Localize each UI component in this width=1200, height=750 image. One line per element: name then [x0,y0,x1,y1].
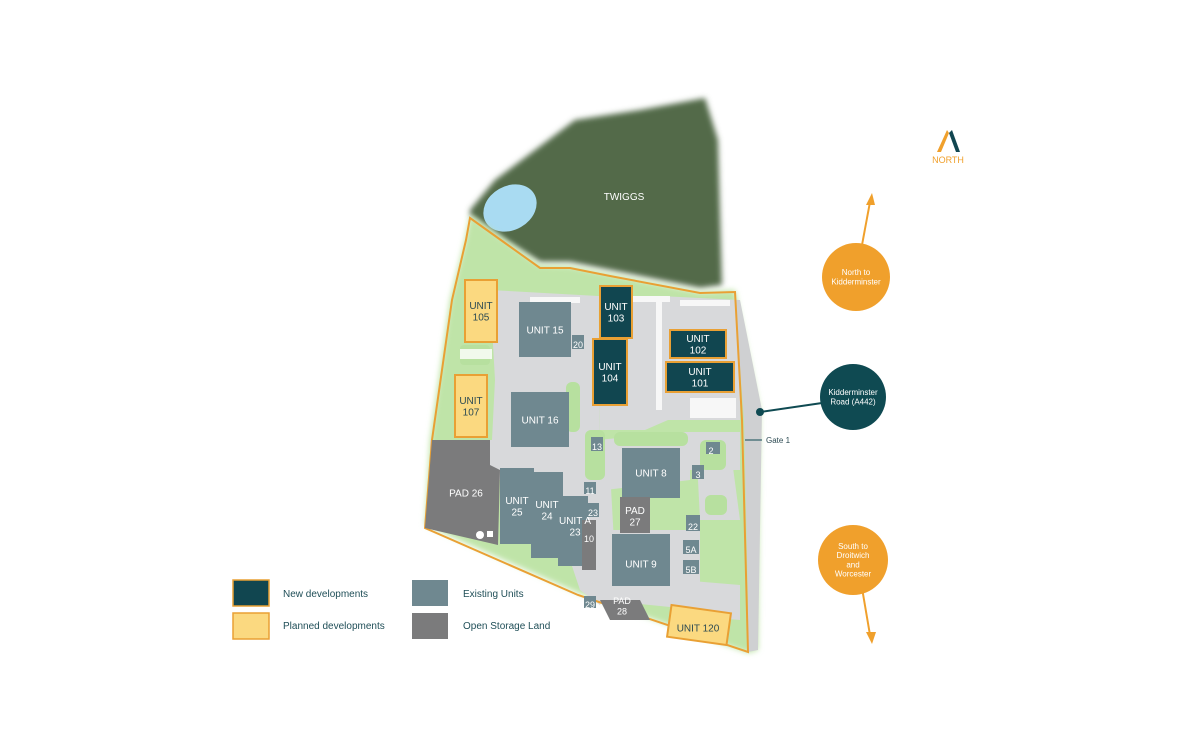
pond [483,184,537,232]
site-boundary [423,216,750,654]
label-unit-8: UNIT 8 [635,469,667,480]
open-storage [425,440,650,620]
unit-22[interactable] [686,515,700,531]
label-5a: 5A [685,545,696,555]
unit-107[interactable] [454,374,488,438]
legend-label-planned: Planned developments [283,621,385,632]
pad-27[interactable] [620,497,650,533]
unit-23[interactable] [587,503,599,517]
unit-102[interactable] [669,329,727,359]
label-20: 20 [573,340,583,350]
unit-10[interactable] [582,520,596,570]
label-5b: 5B [685,565,696,575]
gate-label: Gate 1 [766,436,791,445]
pad-28[interactable] [600,600,650,620]
label-29: 29 [585,600,595,610]
unit-20[interactable] [572,335,584,349]
woodland-label: TWIGGS [604,192,645,203]
compass-label: NORTH [932,155,964,165]
road-arrows [745,193,876,644]
unit-8[interactable] [622,448,680,498]
pad-26[interactable] [425,440,500,545]
existing-units [500,302,720,608]
legend-swatch-planned [232,612,270,640]
new-units [592,285,735,406]
twiggs-woodland [470,98,722,288]
unit-5a[interactable] [683,540,699,554]
unit-25[interactable] [500,468,534,544]
legend-swatch-storage [412,613,448,639]
unit-5b[interactable] [683,560,699,574]
label-pad-26: PAD 26 [449,489,483,500]
legend-swatch-new [232,579,270,607]
unit-16[interactable] [511,392,569,447]
parking-bays [460,296,736,418]
unit-2[interactable] [706,442,720,454]
unit-104[interactable] [592,338,628,406]
unit-13[interactable] [591,437,603,451]
unit-15[interactable] [519,302,571,357]
unit-11[interactable] [584,482,596,494]
unit-3[interactable] [692,465,704,479]
label-3: 3 [695,470,700,480]
unit-29[interactable] [584,596,596,608]
unit-120[interactable] [665,603,733,647]
unit-9[interactable] [612,534,670,586]
planned-units [454,279,733,647]
north-compass: NORTH [932,130,964,165]
unit-103[interactable] [599,285,633,339]
label-unit-9: UNIT 9 [625,560,657,571]
legend-label-new: New developments [283,589,368,600]
label-23: 23 [588,508,598,518]
unit-24[interactable] [531,472,563,558]
label-22: 22 [688,522,698,532]
label-10: 10 [584,534,594,544]
label-2: 2 [708,446,713,456]
legend-label-storage: Open Storage Land [463,621,550,632]
label-11: 11 [585,486,594,496]
unit-105[interactable] [464,279,498,343]
legend-label-existing: Existing Units [463,589,524,600]
label-unit-120: UNIT 120 [677,624,720,635]
legend: New developments Planned developments Ex… [232,579,550,640]
unit-101[interactable] [665,361,735,393]
legend-swatch-existing [412,580,448,606]
label-13: 13 [592,442,602,452]
label-unit-15: UNIT 15 [526,326,563,337]
label-unit-16: UNIT 16 [521,416,558,427]
